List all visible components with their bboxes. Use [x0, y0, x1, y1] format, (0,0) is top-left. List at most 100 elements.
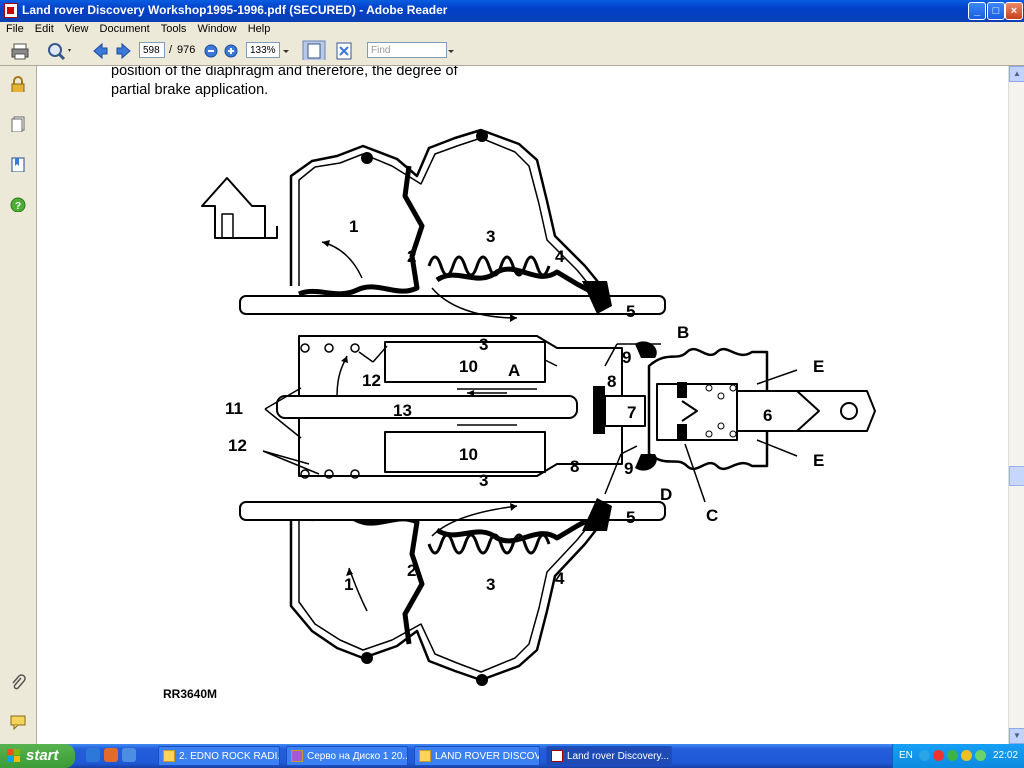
adobe-reader-icon [551, 750, 563, 762]
task-land-rover-folder[interactable]: LAND ROVER DISCOV... [414, 746, 540, 766]
menu-edit[interactable]: Edit [34, 23, 54, 35]
task-edno-rock-radio[interactable]: 2. EDNO ROCK RADI... [158, 746, 280, 766]
pages-icon[interactable] [10, 116, 26, 132]
system-tray: EN 22:02 [892, 744, 1024, 768]
help-icon[interactable]: ? [10, 196, 26, 212]
zoom-level-field[interactable]: 133% [246, 42, 280, 58]
label-10-top: 10 [459, 357, 478, 376]
comments-icon[interactable] [10, 714, 26, 730]
label-4-top: 4 [555, 247, 565, 266]
label-E-top: E [813, 357, 824, 376]
task-app-icon [163, 750, 175, 762]
label-9-top: 9 [622, 348, 631, 367]
task-label: Land rover Discovery... [567, 751, 670, 762]
label-E-bottom: E [813, 451, 824, 470]
window-title: Land rover Discovery Workshop1995-1996.p… [22, 3, 448, 17]
previous-page-icon[interactable] [92, 41, 108, 61]
task-label: LAND ROVER DISCOV... [435, 751, 540, 762]
navigation-panel: ? [0, 66, 37, 744]
label-1-top: 1 [349, 217, 358, 236]
zoom-tool-icon[interactable] [46, 41, 74, 61]
svg-text:?: ? [15, 201, 21, 212]
label-13: 13 [393, 401, 412, 420]
next-page-icon[interactable] [116, 41, 132, 61]
label-10-bottom: 10 [459, 445, 478, 464]
title-bar[interactable]: Land rover Discovery Workshop1995-1996.p… [0, 0, 1024, 22]
label-7: 7 [627, 403, 636, 422]
messenger-icon[interactable] [947, 750, 958, 761]
security-lock-icon[interactable] [10, 76, 26, 92]
task-adobe-reader[interactable]: Land rover Discovery... [546, 746, 672, 766]
label-D: D [660, 485, 672, 504]
label-5-top: 5 [626, 302, 635, 321]
fit-page-icon[interactable] [302, 40, 326, 60]
label-12-bottom: 12 [228, 436, 247, 455]
document-view[interactable]: position of the diaphragm and therefore,… [37, 66, 1008, 744]
network-icon[interactable] [919, 750, 930, 761]
language-indicator[interactable]: EN [899, 750, 913, 761]
menu-bar: File Edit View Document Tools Window Hel… [0, 22, 1024, 37]
menu-window[interactable]: Window [197, 23, 237, 35]
document-text: position of the diaphragm and therefore,… [111, 66, 458, 100]
scroll-up-icon[interactable]: ▲ [1009, 66, 1024, 82]
adobe-reader-icon [4, 3, 18, 18]
windows-logo-icon [7, 749, 20, 762]
zoom-dropdown-icon[interactable] [282, 41, 290, 61]
label-3-inner-top: 3 [479, 335, 488, 354]
label-6: 6 [763, 406, 772, 425]
menu-view[interactable]: View [64, 23, 89, 35]
menu-help[interactable]: Help [247, 23, 271, 35]
start-label: start [26, 747, 59, 764]
minimize-button[interactable]: _ [968, 2, 986, 20]
volume-icon[interactable] [961, 750, 972, 761]
menu-document[interactable]: Document [99, 23, 150, 35]
full-screen-icon[interactable] [334, 40, 354, 60]
show-desktop-icon[interactable] [86, 748, 100, 762]
label-8-bottom: 8 [570, 457, 579, 476]
page-number-field[interactable]: 598 [139, 42, 165, 58]
menu-tools[interactable]: Tools [160, 23, 187, 35]
task-label: Серво на Диско 1 20... [307, 751, 408, 762]
security-alert-icon[interactable] [933, 750, 944, 761]
page-total: 976 [177, 44, 196, 56]
task-label: 2. EDNO ROCK RADI... [179, 751, 280, 762]
zoom-out-icon[interactable] [204, 41, 218, 61]
bookmarks-icon[interactable] [10, 156, 26, 172]
firefox-icon[interactable] [104, 748, 118, 762]
vertical-scrollbar[interactable]: ▲ ▼ [1008, 66, 1024, 744]
task-servo-disco[interactable]: Серво на Диско 1 20... [286, 746, 408, 766]
scroll-down-icon[interactable]: ▼ [1009, 728, 1024, 744]
internet-explorer-icon[interactable] [122, 748, 136, 762]
label-11: 11 [225, 399, 243, 418]
scroll-thumb[interactable] [1009, 466, 1024, 486]
label-3-inner-bottom: 3 [479, 471, 488, 490]
start-button[interactable]: start [0, 744, 75, 768]
close-button[interactable]: × [1005, 2, 1023, 20]
label-3-bottom: 3 [486, 575, 495, 594]
find-dropdown-icon[interactable] [447, 41, 455, 61]
task-app-icon [291, 750, 303, 762]
label-2-top: 2 [407, 247, 416, 266]
taskbar: start 2. EDNO ROCK RADI... Серво на Диск… [0, 744, 1024, 768]
label-4-bottom: 4 [555, 569, 565, 588]
brake-servo-diagram: 1 2 3 4 5 B 3 9 E 10 A 12 8 11 13 7 6 12… [163, 128, 876, 701]
menu-file[interactable]: File [6, 23, 24, 35]
label-B: B [677, 323, 689, 342]
attachments-icon[interactable] [10, 674, 26, 690]
clock[interactable]: 22:02 [993, 750, 1019, 761]
find-field[interactable]: Find [367, 42, 447, 58]
toolbar: 598 / 976 133% Find [0, 37, 1024, 66]
label-1-bottom: 1 [344, 575, 353, 594]
maximize-button[interactable]: □ [987, 2, 1005, 20]
zoom-in-icon[interactable] [224, 41, 238, 61]
label-3-top: 3 [486, 227, 495, 246]
print-icon[interactable] [10, 41, 30, 61]
label-2-bottom: 2 [407, 561, 416, 580]
text-line-1: position of the diaphragm and therefore,… [111, 66, 458, 79]
label-A: A [508, 361, 520, 380]
label-9-bottom: 9 [624, 459, 633, 478]
folder-icon [419, 750, 431, 762]
usb-icon[interactable] [975, 750, 986, 761]
page-separator: / [169, 44, 173, 56]
